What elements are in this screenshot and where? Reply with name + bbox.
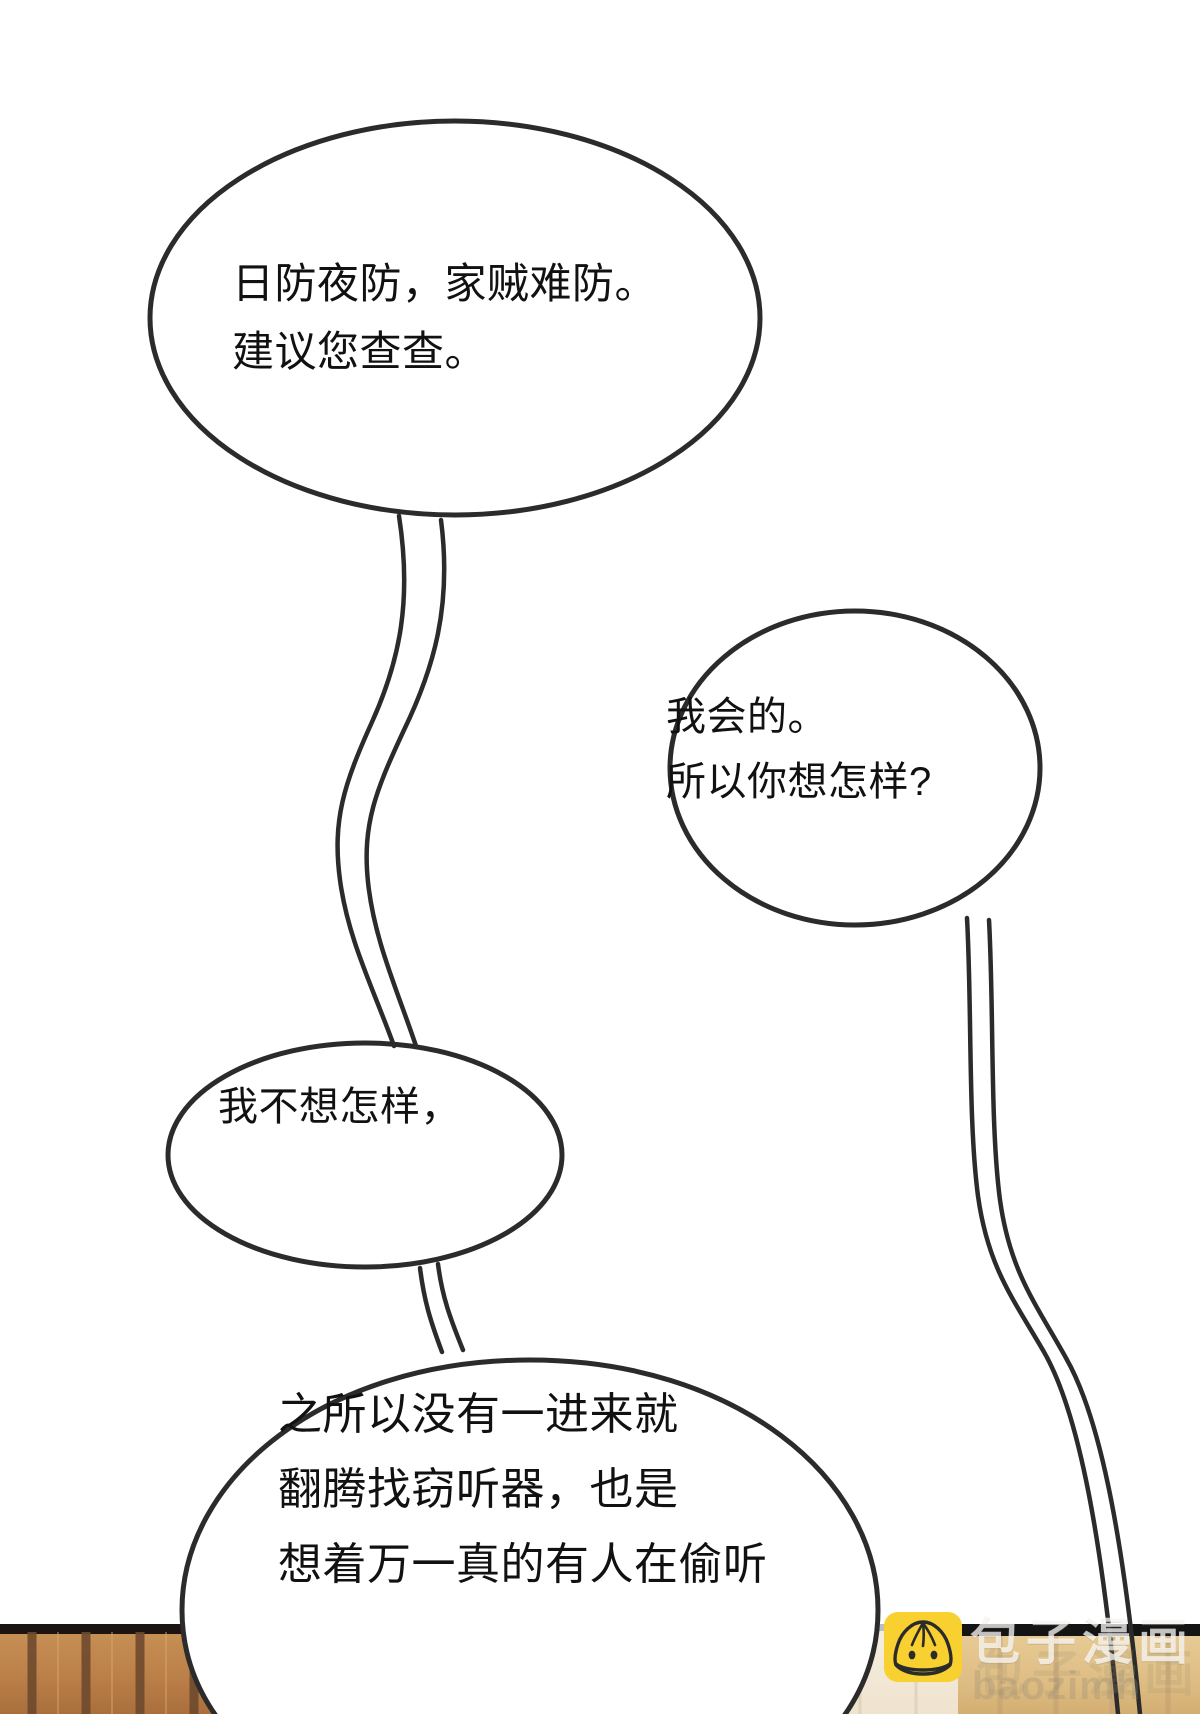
bubble-tail-3-to-4 (417, 1261, 466, 1355)
bubble-tail-1-to-3 (335, 513, 447, 1049)
speech-bubble-4 (179, 1357, 881, 1714)
speech-bubble-3 (165, 1040, 565, 1270)
bubble-tail-2 (964, 915, 1143, 1714)
speech-bubble-1 (147, 118, 763, 518)
speech-bubble-2 (667, 608, 1043, 928)
